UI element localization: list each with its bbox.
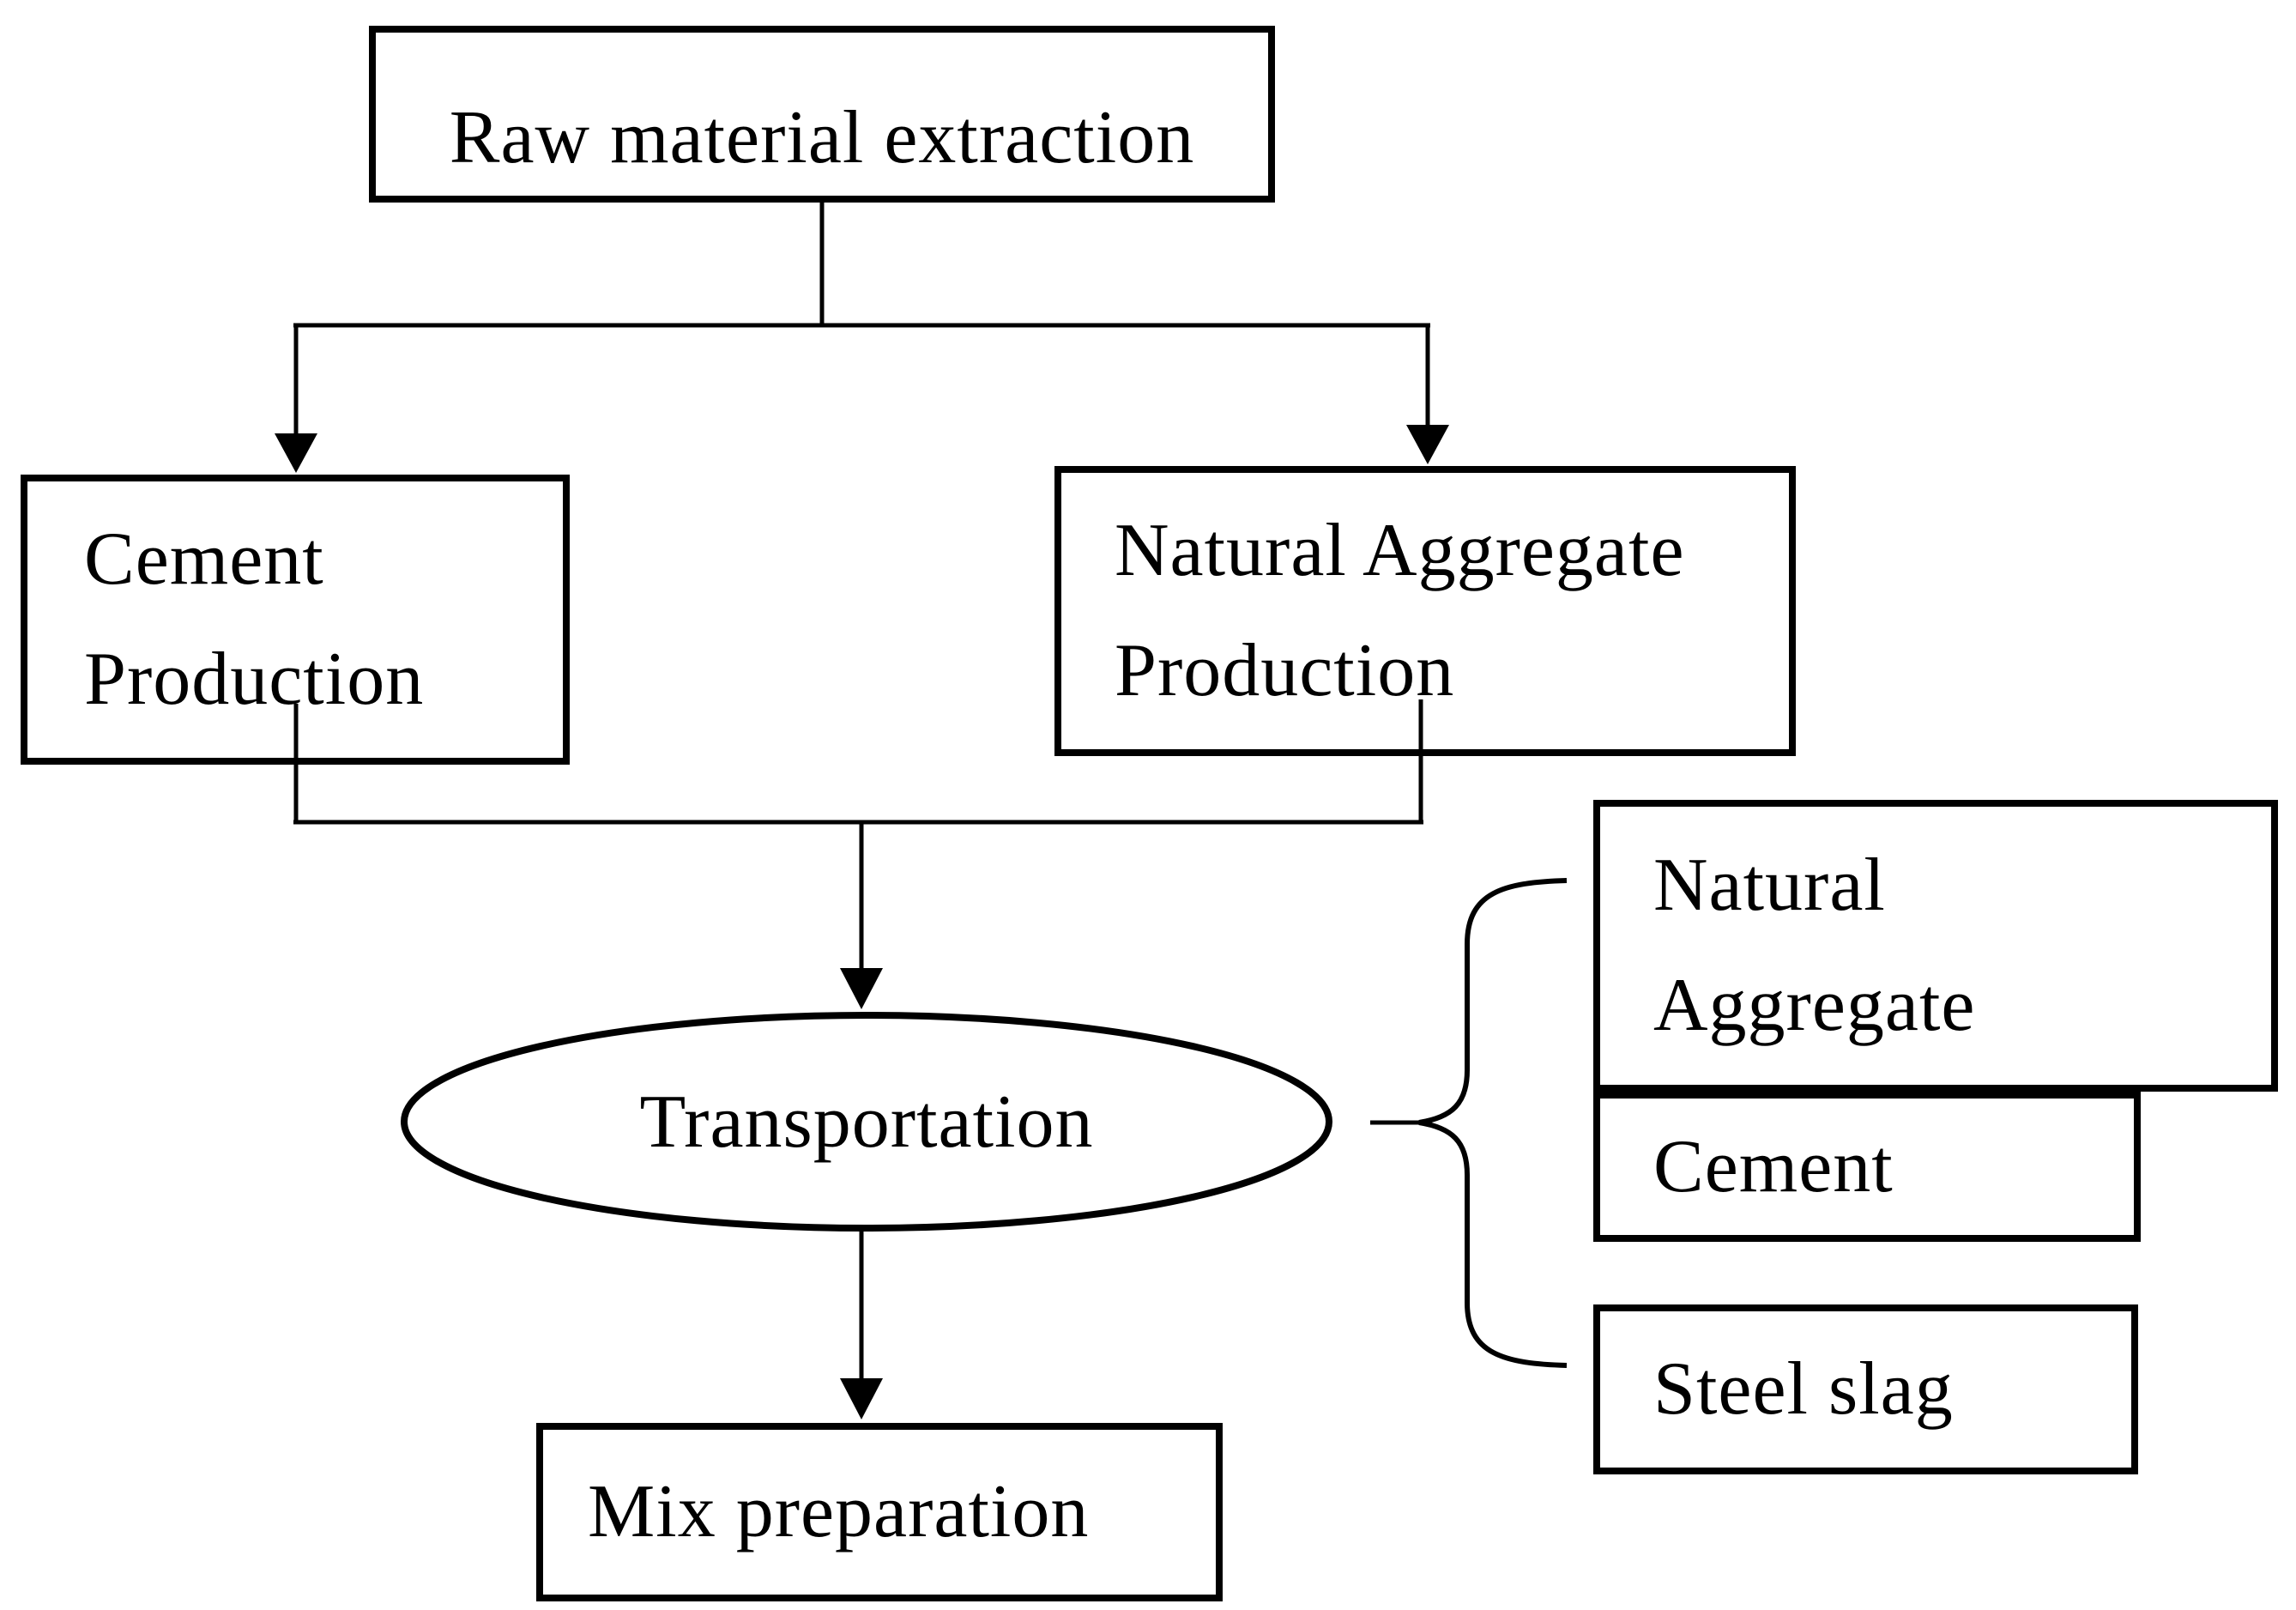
- node-cement-production-line1: Cement: [84, 518, 324, 601]
- node-cement-label: Cement: [1653, 1124, 1894, 1208]
- node-raw-material-extraction: Raw material extraction: [369, 26, 1275, 203]
- node-steel-slag-label: Steel slag: [1653, 1347, 1954, 1431]
- arrowhead-transportation: [840, 968, 883, 1009]
- node-natural-aggregate-production-line2: Production: [1115, 629, 1455, 712]
- node-natural-aggregate-line1: Natural: [1653, 844, 1886, 927]
- node-transportation-label: Transportation: [639, 1080, 1094, 1164]
- node-steel-slag: Steel slag: [1593, 1304, 2138, 1474]
- node-cement: Cement: [1593, 1092, 2141, 1242]
- arrowhead-cement-production: [275, 433, 317, 473]
- node-mix-preparation-label: Mix preparation: [588, 1470, 1090, 1553]
- node-natural-aggregate-line2: Aggregate: [1653, 964, 1976, 1047]
- node-cement-production: Cement Production: [21, 475, 570, 765]
- node-raw-material-extraction-label: Raw material extraction: [449, 96, 1195, 179]
- node-cement-production-line2: Production: [84, 638, 425, 721]
- node-natural-aggregate-production-line1: Natural Aggregate: [1115, 509, 1685, 592]
- arrowhead-mix-preparation: [840, 1378, 883, 1419]
- node-natural-aggregate: Natural Aggregate: [1593, 800, 2278, 1092]
- node-transportation-shape: [401, 1012, 1332, 1232]
- arrowhead-natural-aggregate-production: [1406, 425, 1449, 464]
- node-mix-preparation: Mix preparation: [536, 1423, 1223, 1601]
- node-natural-aggregate-production: Natural Aggregate Production: [1054, 466, 1796, 756]
- curly-brace-icon: [1418, 878, 1568, 1368]
- node-transportation: Transportation: [401, 1015, 1332, 1228]
